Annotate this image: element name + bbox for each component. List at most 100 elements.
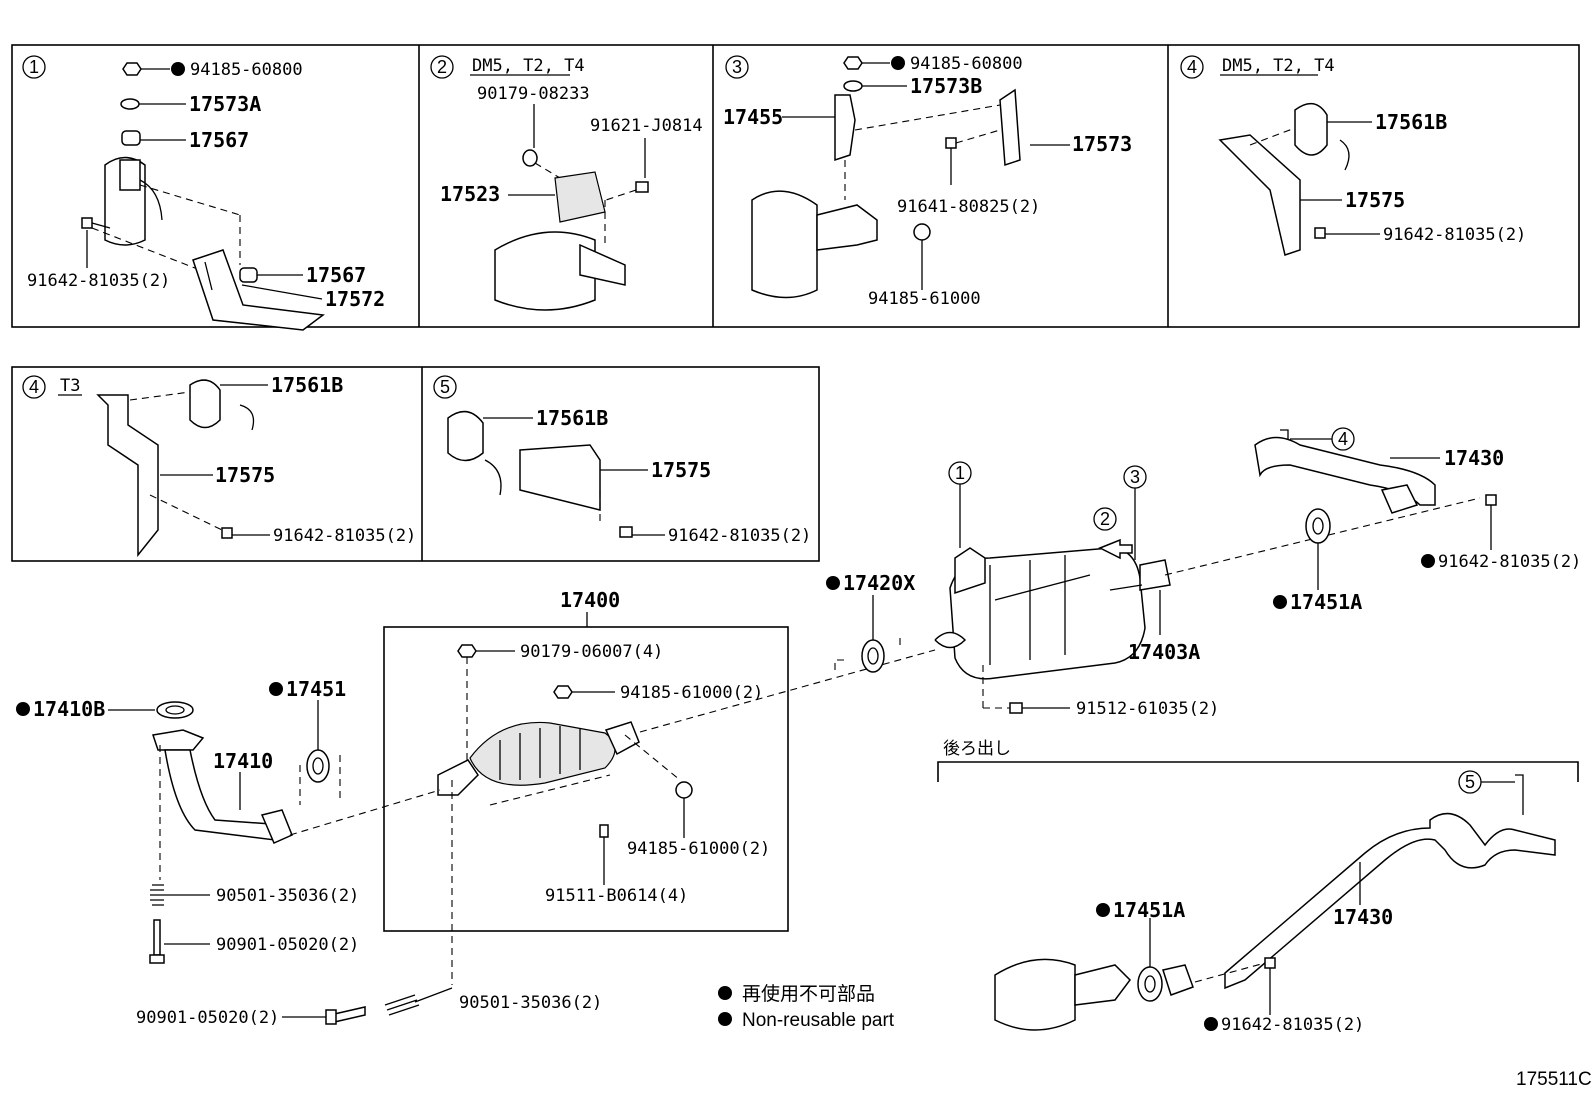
legend: 再使用不可部品 Non-reusable part [718,983,895,1031]
spring-icon [384,994,420,1016]
flange-icon [604,721,640,756]
arrow-icon [1098,538,1133,560]
non-reusable-dot-icon [16,702,30,716]
legend-en: Non-reusable part [742,1010,895,1031]
gasket-ring-icon [1137,966,1163,1002]
bolt-icon [1314,227,1326,239]
part-label: 91512-61035(2) [1076,699,1219,719]
muffler-body-icon [751,190,818,299]
bolt-icon [1485,494,1497,506]
second-row-frame [11,366,820,562]
part-label: 90901-05020(2) [216,935,359,955]
part-label: 90179-08233 [477,84,590,104]
part-label: 17561B [1375,110,1447,134]
part-label: 17567 [189,128,249,152]
part-label: 17420X [843,571,915,595]
nut-icon [675,781,693,799]
bracket-icon [519,444,601,511]
flange-nut-icon [122,62,142,76]
flange-icon [260,809,293,844]
part-label: 90179-06007(4) [520,642,663,662]
non-reusable-dot-icon [1096,903,1110,917]
flange-nut-icon [553,685,573,699]
panel-badge-icon [22,55,46,79]
part-label: 94185-61000(2) [620,683,763,703]
part-label: 90901-05020(2) [136,1008,279,1028]
panel-2: 2 DM5, T2, T4 90179-08233 91621-J0814 17… [430,55,703,311]
variant-label: DM5, T2, T4 [1222,56,1335,76]
muffler-body-icon [994,958,1076,1031]
nut-icon [522,149,538,167]
part-label: 17575 [215,463,275,487]
part-label: 91642-81035(2) [668,526,811,546]
flange-icon [1380,484,1419,514]
stud-icon [599,824,609,838]
bracket-icon [192,249,325,331]
part-label: 91642-81035(2) [27,271,170,291]
hanger-icon [834,94,856,162]
bracket-icon [999,88,1021,167]
bolt-icon [153,919,161,956]
panel-3: 3 94185-60800 17573B 17455 17573 91641-8… [723,54,1132,309]
part-label: 17451 [286,677,346,701]
outlet-flange-icon [1139,559,1171,591]
part-label: 17451A [1113,898,1185,922]
part-label: 17561B [271,373,343,397]
washer-icon [843,80,863,92]
heat-shield-icon [554,171,606,223]
callout-label: 2 [1100,509,1110,529]
part-label: 17410B [33,697,105,721]
part-label: 91642-81035(2) [1221,1015,1364,1035]
gasket-ring-icon [306,749,330,783]
part-label: 17523 [440,182,500,206]
non-reusable-dot-icon [269,682,283,696]
non-reusable-dot-icon [171,62,185,76]
top-row-frame [11,44,1580,328]
inlet-flange-icon [934,631,967,649]
part-label: 17561B [536,406,608,430]
bracket-icon [1218,134,1301,256]
main-exhaust: 17400 90179-06007(4) 94185-61000(2) 9418… [16,427,1581,1028]
part-label: 17573 [1072,132,1132,156]
panel-4-top: 4 DM5, T2, T4 17561B 17575 91642-81035(2… [1180,55,1526,256]
panel-4-t3: 4 T3 17561B 17575 91642-81035(2) [22,373,416,558]
callout-label: 4 [1338,429,1348,449]
part-label: 17572 [325,287,385,311]
catalytic-converter-icon [469,721,616,786]
panel-badge: 3 [732,57,742,77]
rubber-hanger-icon [1294,102,1328,156]
hanger-bracket-icon [954,547,986,595]
part-label: 91621-J0814 [590,116,703,136]
part-label: 90501-35036(2) [459,993,602,1013]
part-label: 91642-81035(2) [273,526,416,546]
bolt-icon [1264,957,1276,969]
rear-exit-title: 後ろ出し [943,739,1011,759]
part-label: 17573A [189,92,261,116]
part-label: 94185-61000(2) [627,839,770,859]
part-label: 17430 [1444,446,1504,470]
non-reusable-dot-icon [718,986,732,1000]
bolt-icon [619,526,633,538]
cushion-icon [239,267,258,283]
outlet-flange-icon [1074,964,1131,1006]
variant-label: DM5, T2, T4 [472,56,585,76]
part-label: 91511-B0614(4) [545,886,688,906]
figure-code: 175511C [1516,1069,1592,1090]
washer-icon [120,98,140,110]
part-label: 94185-60800 [910,54,1023,74]
bolt-icon [945,137,957,149]
panel-badge: 1 [29,57,39,77]
legend-jp: 再使用不可部品 [742,983,875,1005]
panel-badge-icon [430,55,454,79]
non-reusable-dot-icon [1421,554,1435,568]
callout-label: 1 [955,463,965,483]
part-label: 17410 [213,749,273,773]
part-label: 17400 [560,588,620,612]
rear-exit-variant: 後ろ出し 5 17430 17451A 91642-81035(2) [937,739,1579,1035]
part-label: 17575 [1345,188,1405,212]
part-label: 17573B [910,74,982,98]
part-label: 91642-81035(2) [1438,552,1581,572]
panel-5: 5 17561B 17575 91642-81035(2) [433,375,811,546]
